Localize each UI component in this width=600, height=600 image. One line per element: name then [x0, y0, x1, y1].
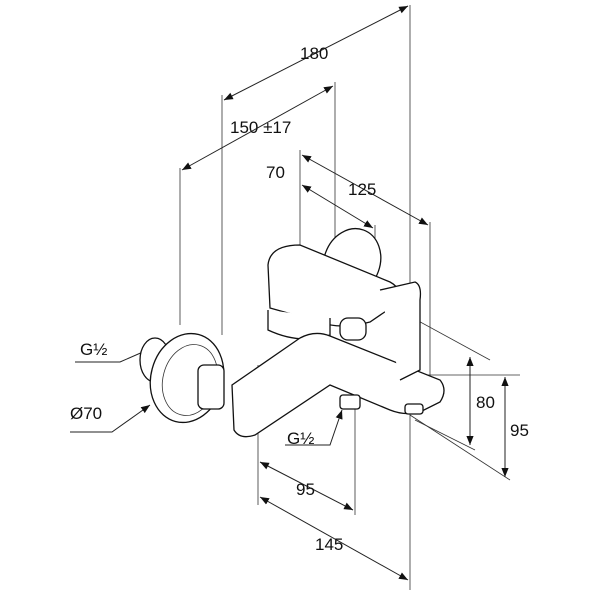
faucet-body	[139, 227, 445, 438]
dim-outlet-offset: 95	[296, 480, 315, 499]
dim-outlet-thread: G½	[287, 429, 315, 448]
dim-overall-height: 95	[510, 421, 529, 440]
dim-overall-depth: 180	[300, 44, 329, 63]
dim-overall-width: 145	[315, 535, 344, 554]
dim-escutcheon-diameter: Ø70	[70, 404, 103, 423]
dim-spout-height: 80	[476, 393, 495, 412]
dim-inlet-thread: G½	[80, 340, 108, 359]
dim-spout-depth: 125	[348, 180, 377, 199]
dim-handle-offset: 70	[266, 163, 285, 182]
dim-inlet-center: 150 ±17	[230, 118, 292, 137]
